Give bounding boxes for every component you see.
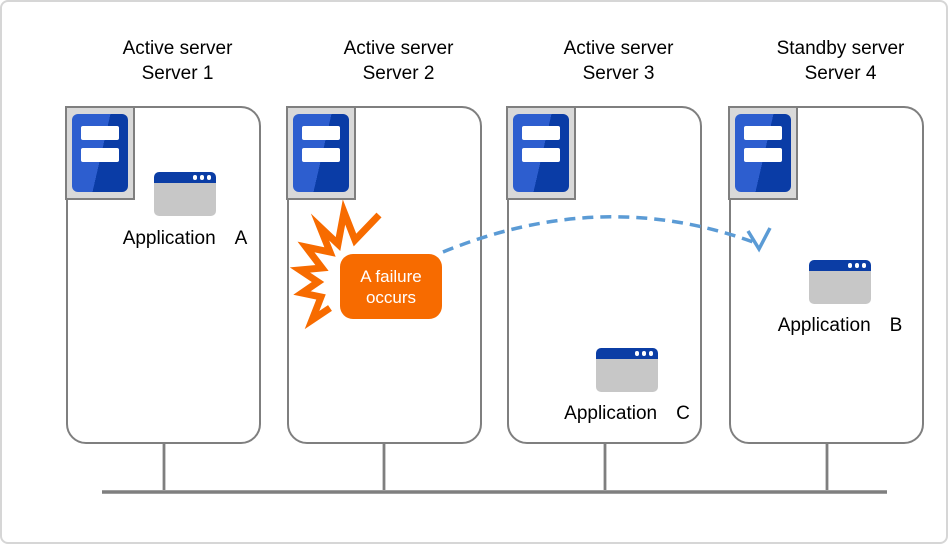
application-a-label: Application A (122, 228, 248, 249)
server3-header: Active server Server 3 (521, 36, 716, 86)
app-window-icon (809, 260, 871, 304)
server-tower-glyph (72, 114, 128, 192)
application-b-label: Application B (777, 315, 903, 336)
application-c-label: Application C (564, 403, 690, 424)
failure-callout: A failure occurs (340, 254, 442, 319)
server-tower-glyph (735, 114, 791, 192)
server-tower-icon (728, 106, 798, 200)
server2-role-label: Active server (343, 38, 454, 59)
server3-name-label: Server 3 (582, 63, 655, 84)
server3-role-label: Active server (563, 38, 674, 59)
server4-name-label: Server 4 (804, 63, 877, 84)
failure-callout-line1: A failure (360, 266, 422, 286)
server1-role-label: Active server (122, 38, 233, 59)
app-window-icon (596, 348, 658, 392)
server4-role-label: Standby server (776, 38, 905, 59)
app-window-titlebar (809, 260, 871, 271)
server1-header: Active server Server 1 (80, 36, 275, 86)
server-tower-icon (65, 106, 135, 200)
server-tower-glyph (513, 114, 569, 192)
app-window-titlebar (154, 172, 216, 183)
failure-callout-line2: occurs (365, 287, 417, 307)
server2-name-label: Server 2 (362, 63, 435, 84)
server1-name-label: Server 1 (141, 63, 214, 84)
app-window-icon (154, 172, 216, 216)
server-tower-glyph (293, 114, 349, 192)
server2-header: Active server Server 2 (301, 36, 496, 86)
server4-header: Standby server Server 4 (743, 36, 938, 86)
server-tower-icon (286, 106, 356, 200)
app-window-titlebar (596, 348, 658, 359)
server-tower-icon (506, 106, 576, 200)
